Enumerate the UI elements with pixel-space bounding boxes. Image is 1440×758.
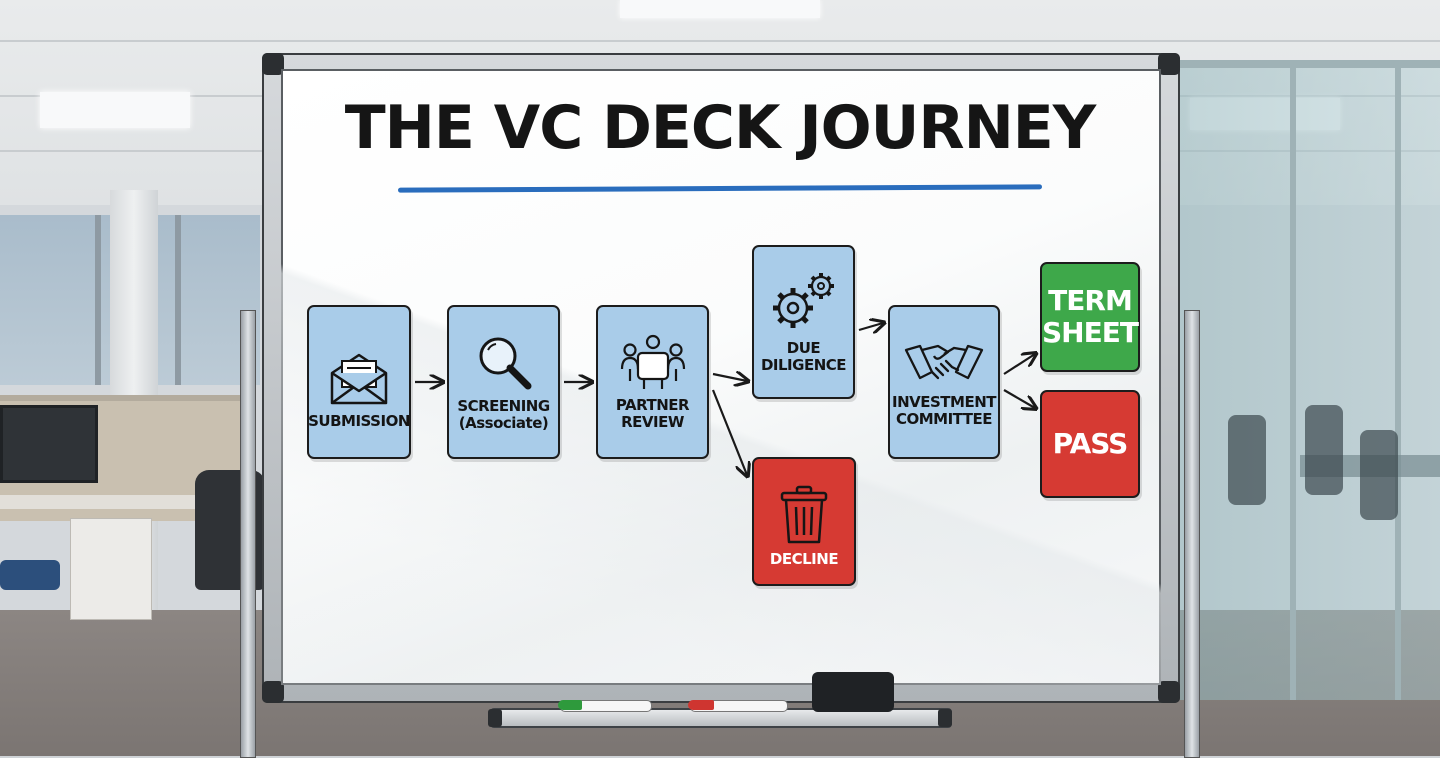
eraser[interactable]: [812, 672, 894, 712]
glass-wall: [1180, 60, 1440, 700]
envelope-icon: [330, 354, 388, 405]
node-decline[interactable]: DECLINE: [752, 457, 856, 586]
stand-leg: [1184, 310, 1200, 758]
handshake-icon: [904, 344, 984, 379]
node-due-diligence[interactable]: DUE DILIGENCE: [752, 245, 855, 399]
marker-cap-red: [688, 700, 714, 710]
node-label: PASS: [1052, 426, 1129, 460]
node-label: PARTNER REVIEW: [615, 395, 690, 431]
frame-corner: [1158, 681, 1180, 703]
glass-frame: [1395, 60, 1401, 700]
magnifier-icon: [479, 337, 531, 390]
node-label: SUBMISSION: [308, 412, 410, 431]
frame-corner: [1158, 53, 1180, 75]
monitor: [0, 405, 98, 483]
node-label: SCREENING (Associate): [457, 396, 550, 432]
node-label: DUE DILIGENCE: [760, 338, 847, 374]
node-label: INVESTMENT COMMITTEE: [892, 392, 996, 428]
conference-chair: [1360, 430, 1398, 520]
window-mullion: [95, 215, 101, 385]
node-label: DECLINE: [769, 549, 839, 568]
node-pass[interactable]: PASS: [1040, 390, 1140, 498]
conference-chair: [1228, 415, 1266, 505]
gears-icon: [772, 272, 834, 328]
glass-frame: [1290, 60, 1296, 700]
desk: [0, 495, 240, 509]
tray-end-cap: [938, 709, 952, 727]
node-partner-review[interactable]: PARTNER REVIEW: [596, 305, 709, 459]
meeting-table-icon: [620, 334, 685, 389]
ceiling-grid-line: [0, 40, 1440, 42]
ceiling-light: [620, 0, 820, 18]
diagram-title: THE VC DECK JOURNEY: [344, 93, 1096, 163]
frame-corner: [262, 681, 284, 703]
node-label: TERM SHEET: [1042, 283, 1139, 349]
frame-corner: [262, 53, 284, 75]
marker-cap-green: [558, 700, 582, 710]
node-screening[interactable]: SCREENING (Associate): [447, 305, 560, 459]
conference-chair: [1305, 405, 1343, 495]
node-investment-committee[interactable]: INVESTMENT COMMITTEE: [888, 305, 1000, 459]
stand-leg: [240, 310, 256, 758]
window-mullion: [175, 215, 181, 385]
node-term-sheet[interactable]: TERM SHEET: [1040, 262, 1140, 372]
trash-can-icon: [780, 485, 828, 544]
node-submission[interactable]: SUBMISSION: [307, 305, 411, 459]
glass-frame: [1180, 60, 1440, 68]
ceiling-light: [40, 92, 190, 128]
tray-end-cap: [488, 709, 502, 727]
drawer-cabinet: [70, 518, 152, 620]
office-chair: [0, 560, 60, 590]
